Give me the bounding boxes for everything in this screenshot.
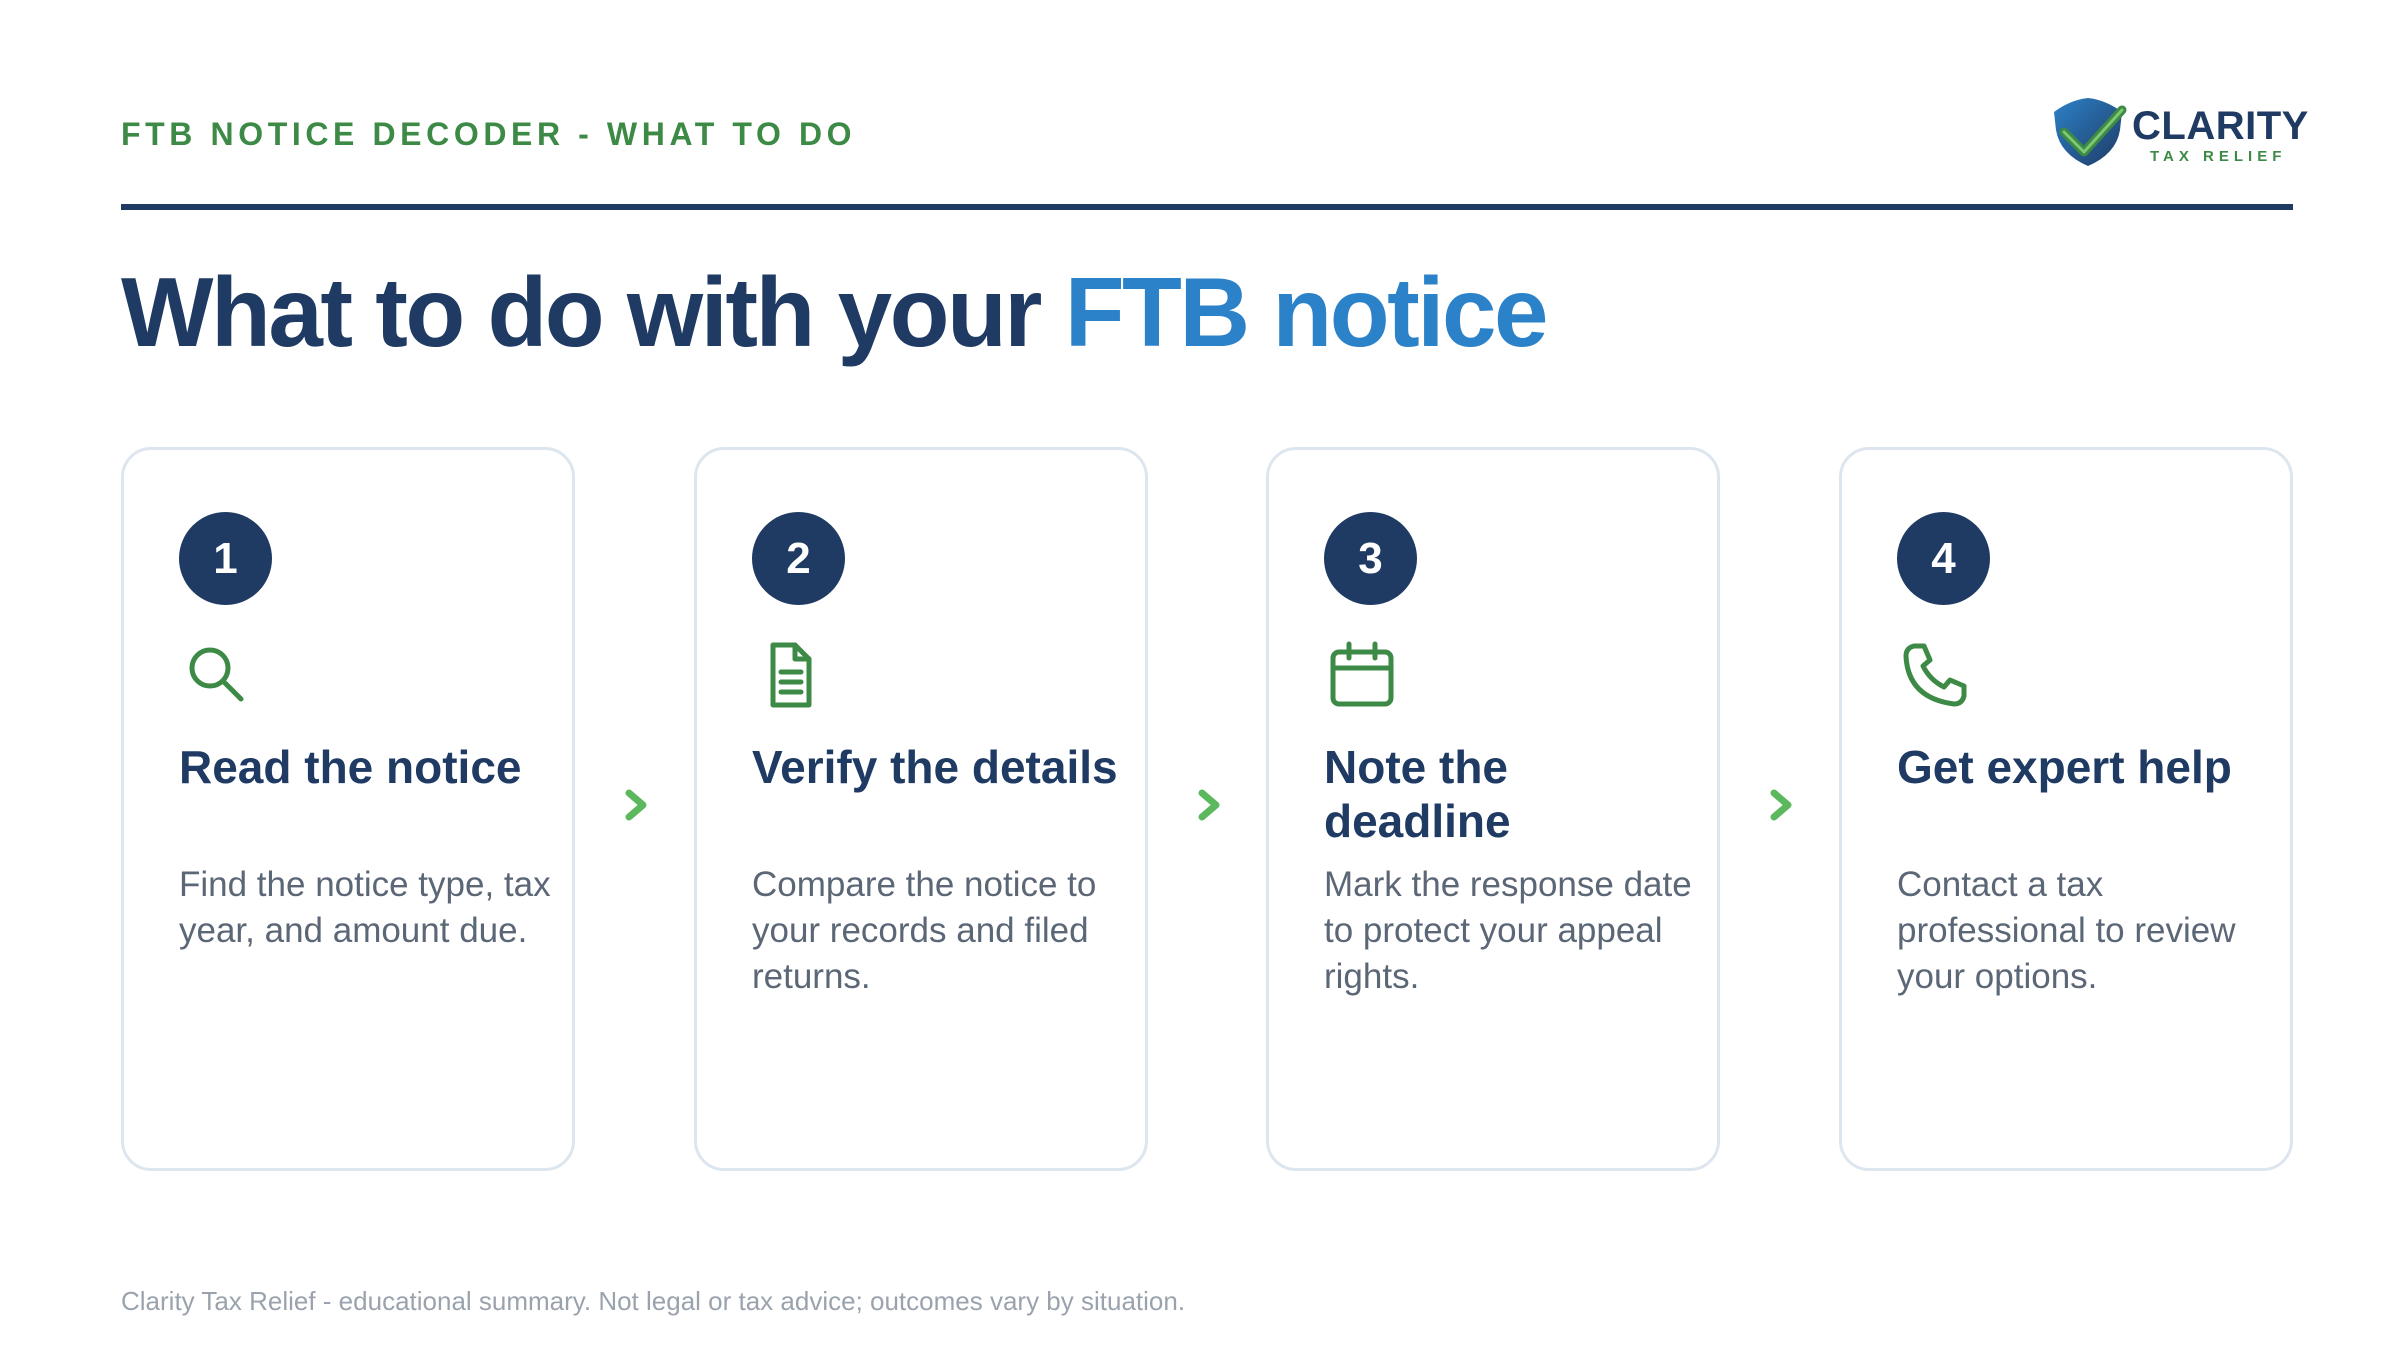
step-title: Read the notice (179, 741, 522, 793)
logo-subtitle: TAX RELIEF (2150, 148, 2287, 165)
logo-wordmark: CLARITY (2132, 104, 2309, 148)
header-divider (121, 204, 2293, 210)
step-card-3: 3 Note the deadline Mark the response da… (1266, 447, 1720, 1171)
calendar-icon (1327, 640, 1397, 710)
step-number-badge: 1 (179, 512, 272, 605)
step-number-badge: 4 (1897, 512, 1990, 605)
step-number-badge: 2 (752, 512, 845, 605)
step-card-2: 2 Verify the details Compare the notice … (694, 447, 1148, 1171)
eyebrow-label: FTB NOTICE DECODER - WHAT TO DO (121, 116, 857, 152)
clarity-logo: CLARITY TAX RELIEF (2050, 96, 2308, 168)
page-title: What to do with your FTB notice (121, 256, 1549, 369)
step-title: Note the deadline (1324, 741, 1511, 847)
steps-row: 1 Read the notice Find the notice type, … (121, 447, 2293, 1171)
step-title: Verify the details (752, 741, 1118, 793)
step-description: Compare the notice to your records and f… (752, 865, 1097, 996)
search-icon (182, 640, 252, 710)
document-icon (755, 640, 825, 710)
chevron-right-icon (1766, 785, 1796, 825)
step-description: Mark the response date to protect your a… (1324, 865, 1692, 996)
step-number-badge: 3 (1324, 512, 1417, 605)
shield-check-icon (2054, 98, 2127, 166)
phone-icon (1900, 640, 1970, 710)
footer-disclaimer: Clarity Tax Relief - educational summary… (121, 1286, 1186, 1316)
step-card-1: 1 Read the notice Find the notice type, … (121, 447, 575, 1171)
page-title-accent: FTB notice (1064, 257, 1549, 367)
step-description: Find the notice type, tax year, and amou… (179, 865, 551, 950)
chevron-right-icon (1194, 785, 1224, 825)
step-title: Get expert help (1897, 741, 2232, 793)
chevron-right-icon (621, 785, 651, 825)
step-card-4: 4 Get expert help Contact a tax professi… (1839, 447, 2293, 1171)
step-description: Contact a tax professional to review you… (1897, 865, 2236, 996)
page-title-main: What to do with your (121, 257, 1065, 367)
